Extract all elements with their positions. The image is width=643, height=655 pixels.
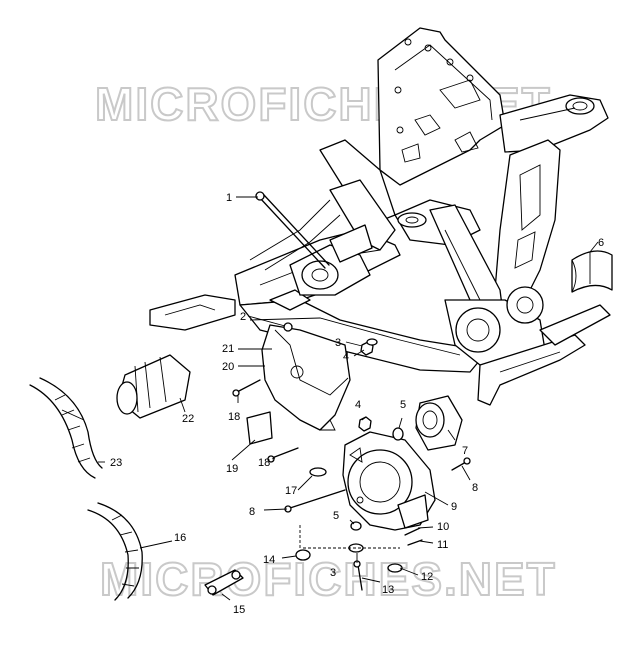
callout-11: 11 — [437, 539, 448, 551]
callout-21: 21 — [222, 343, 234, 355]
callout-3b: 3 — [330, 567, 336, 579]
callout-7: 7 — [462, 445, 468, 457]
callout-1: 1 — [226, 192, 232, 204]
callout-labels: 1 2 3 4 4 5 6 7 8 8 9 5 10 11 12 13 3 14… — [110, 192, 604, 616]
watermark-bottom: MICROFICHES.NET — [100, 553, 557, 605]
part-23-chain — [29, 377, 103, 479]
part-15-master-link — [204, 569, 244, 596]
callout-17: 17 — [285, 485, 297, 497]
callout-23: 23 — [110, 457, 122, 469]
callout-4b: 4 — [355, 399, 361, 411]
part-21-shield — [261, 324, 351, 431]
callout-5: 5 — [400, 399, 406, 411]
callout-3: 3 — [335, 337, 341, 349]
callout-22: 22 — [182, 413, 194, 425]
callout-8: 8 — [249, 506, 255, 518]
part-7-bearing — [415, 395, 463, 451]
part-1-long-bolt — [255, 191, 330, 269]
callout-18b: 18 — [258, 457, 270, 469]
callout-12: 12 — [421, 571, 433, 583]
part-16-chain — [87, 502, 143, 601]
hardware — [232, 322, 471, 591]
callout-8b: 8 — [472, 482, 478, 494]
callout-10: 10 — [437, 521, 449, 533]
part-22-sleeve — [116, 354, 191, 419]
callout-16: 16 — [174, 532, 186, 544]
callout-18: 18 — [228, 411, 240, 423]
callout-4: 4 — [343, 351, 349, 363]
callout-2: 2 — [240, 311, 246, 323]
part-6-bearing-shell — [571, 250, 613, 293]
callout-6: 6 — [598, 237, 604, 249]
callout-14: 14 — [263, 554, 275, 566]
callout-15: 15 — [233, 604, 245, 616]
callout-20: 20 — [222, 361, 234, 373]
leader-lines — [61, 196, 599, 601]
part-19-gasket — [246, 411, 273, 445]
part-9-housing — [342, 431, 436, 531]
frame-assembly — [149, 27, 611, 406]
callout-19: 19 — [226, 463, 238, 475]
callout-5b: 5 — [333, 510, 339, 522]
callout-9: 9 — [451, 501, 457, 513]
callout-13: 13 — [382, 584, 394, 596]
